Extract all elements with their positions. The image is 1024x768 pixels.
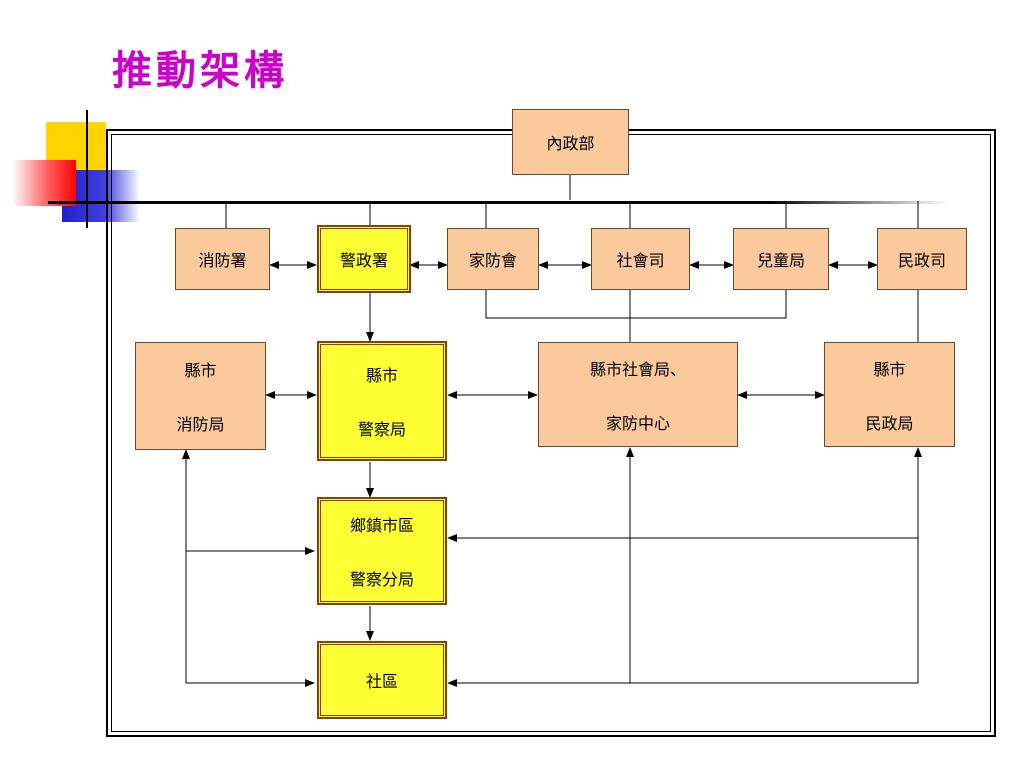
node-dv-committee: 家防會	[447, 228, 539, 290]
node-child-bureau: 兒童局	[733, 228, 829, 290]
node-dv-committee-label: 家防會	[468, 251, 517, 270]
node-moi-label: 內政部	[546, 134, 595, 153]
node-county-police-line2: 警察局	[357, 420, 406, 439]
node-social-dept: 社會司	[591, 228, 690, 290]
node-county-civil: 縣市 民政局	[824, 342, 955, 447]
node-county-fire-line2: 消防局	[176, 415, 225, 434]
node-civil-dept: 民政司	[877, 228, 967, 290]
node-township-police: 鄉鎮市區 警察分局	[317, 497, 447, 605]
node-moi: 內政部	[512, 109, 629, 175]
node-county-police: 縣市 警察局	[317, 341, 447, 461]
node-county-civil-line2: 民政局	[865, 413, 914, 433]
node-police-agency-label: 警政署	[339, 251, 388, 270]
node-police-agency: 警政署	[317, 225, 411, 293]
node-county-social: 縣市社會局、 家防中心	[538, 342, 738, 447]
node-county-police-line1: 縣市	[365, 366, 398, 385]
node-community-label: 社區	[365, 672, 398, 691]
node-township-police-line2: 警察分局	[349, 570, 414, 589]
node-county-social-line1: 縣市社會局、	[589, 359, 686, 379]
node-fire-agency: 消防署	[175, 228, 270, 290]
connector-dv-child-loop	[485, 290, 787, 319]
node-fire-agency-label: 消防署	[198, 251, 247, 270]
node-social-dept-label: 社會司	[616, 251, 665, 270]
page-title: 推動架構	[112, 47, 288, 94]
node-child-bureau-label: 兒童局	[756, 251, 805, 270]
node-county-fire: 縣市 消防局	[135, 342, 266, 450]
node-county-civil-line1: 縣市	[873, 359, 906, 379]
node-community: 社區	[317, 641, 447, 719]
node-civil-dept-label: 民政司	[897, 251, 946, 270]
decor-vertical-line	[86, 110, 88, 228]
decor-red-square	[12, 160, 76, 206]
decor-horizontal-line	[48, 201, 948, 204]
node-county-fire-line1: 縣市	[184, 361, 217, 380]
node-county-social-line2: 家防中心	[605, 413, 670, 433]
node-township-police-line1: 鄉鎮市區	[349, 516, 414, 535]
